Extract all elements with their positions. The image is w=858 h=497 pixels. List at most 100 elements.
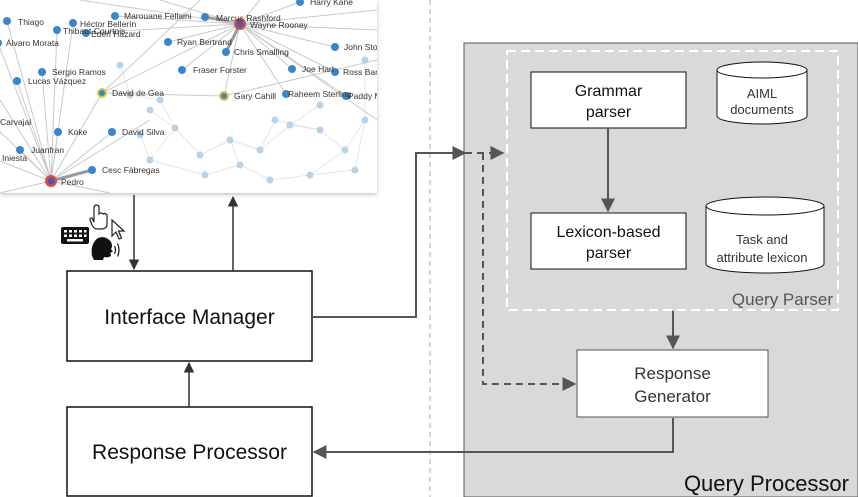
graph-faint-edge [269,174,311,181]
graph-edge [19,149,52,182]
graph-edge [239,9,377,25]
graph-node-label: John Stones [344,42,391,52]
graph-edge [239,23,377,31]
graph-faint-node [306,171,314,179]
graph-faint-edge [159,99,176,129]
graph-edge [50,22,74,182]
graph-edge [167,23,241,43]
graph-faint-edge [344,119,366,151]
grammar-parser-label-line2: parser [586,104,632,121]
graph-node [201,13,209,21]
graph-edge [0,180,52,193]
graph-faint-node [146,156,154,164]
graph-faint-node [341,146,349,154]
graph-node [13,77,21,85]
graph-node-label: Marcus Rashford [216,13,281,23]
graph-edge [85,23,241,34]
graph-faint-node [351,166,359,174]
graph-faint-node [236,161,244,169]
graph-node-label: Pedro [61,177,84,187]
graph-faint-node [256,146,264,154]
graph-node [342,92,350,100]
graph-faint-edge [274,119,321,131]
graph-background-layer [116,56,369,184]
graph-node [53,26,61,34]
graph-faint-node [271,116,279,124]
graph-node-label: Héctor Bellerín [80,19,136,29]
graph-node-label: Fraser Forster [193,65,247,75]
graph-faint-node [196,151,204,159]
graph-node-label: Sergio Ramos [52,67,106,77]
graph-edge [50,168,93,183]
graph-highlighted-node-core [99,90,105,96]
keyboard-icon [61,227,89,244]
graph-node-label: Koke [68,127,88,137]
graph-node [0,39,2,47]
interface-manager-label: Interface Manager [104,306,274,329]
graph-node-label: David de Gea [112,88,164,98]
task-attribute-lexicon-database: Task and attribute lexicon [705,196,825,274]
graph-faint-edge [199,139,231,156]
aiml-label-line1: AIML [747,86,777,101]
graph-node-label: Paddy McNair [348,91,402,101]
arrow-response-generator-to-response-processor [312,418,674,459]
graph-faint-edge [354,119,366,171]
graph-edge [50,131,113,182]
dashed-arrow-to-response-generator [482,153,577,391]
graph-faint-edge [149,159,206,176]
lexicon-parser-label-line2: parser [586,245,632,262]
graph-node-label: Raheem Sterling [288,89,352,99]
graph-node [296,0,304,6]
graph-edge [181,23,241,71]
graph-edge [239,23,336,48]
graph-faint-edge [149,109,176,129]
graph-edge [6,20,52,182]
graph-faint-node [156,96,164,104]
graph-node-label: Chris Smalling [234,47,289,57]
graph-edge [50,29,58,182]
graph-node-label: Juanfran [31,145,64,155]
graph-edge [223,59,377,97]
graph-node-label: Thiago [18,17,44,27]
graph-node [54,128,62,136]
graph-node-label: Carvajal [0,117,31,127]
lexicon-parser-box: Lexicon-based parser [530,212,687,270]
graph-edge [0,160,52,182]
graph-node [331,43,339,51]
graph-faint-node [171,124,179,132]
graph-faint-node [316,101,324,109]
graph-node-label: Joe Hart [302,64,335,74]
mouse-cursor-icon [111,218,126,240]
graph-faint-edge [174,127,201,156]
graph-edge [101,23,241,94]
graph-edge [50,119,151,182]
graph-faint-node [226,136,234,144]
arrow-interface-manager-to-query-parser [312,146,467,318]
graph-faint-node [146,106,154,114]
graph-node [38,68,46,76]
graph-faint-edge [289,104,321,126]
graph-node-label: Álvaro Morata [6,38,59,48]
input-modalities [61,204,126,260]
graph-edge [50,92,103,182]
graph-edge [50,180,111,193]
graph-node [288,65,296,73]
graph-faint-edge [259,119,276,151]
graph-faint-node [286,121,294,129]
graph-node [222,48,230,56]
graph-faint-edge [139,134,151,161]
graph-node [108,128,116,136]
graph-faint-edge [309,169,356,176]
graph-edge [79,0,241,25]
graph-node [69,19,77,27]
graph-node [88,166,96,174]
graph-faint-node [361,56,369,64]
graph-faint-edge [309,149,346,176]
graph-faint-edge [319,129,346,151]
response-processor-box: Response Processor [66,406,313,497]
graph-node-label: Thibaut Courtois [63,26,125,36]
lexicon-parser-label-line1: Lexicon-based [556,224,660,241]
graph-node-label: Lucas Vázquez [28,76,86,86]
